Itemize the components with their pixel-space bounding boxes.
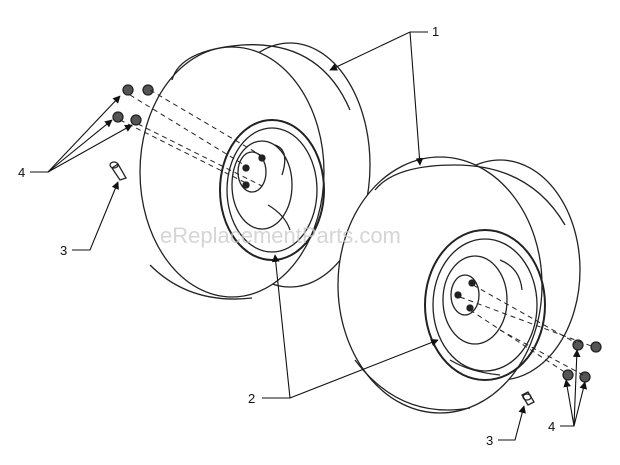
tire-right: [337, 156, 581, 414]
tire-left: [139, 42, 371, 300]
leader-3a: [72, 181, 119, 251]
leader-1: [329, 31, 428, 71]
valve-stem-right: [521, 391, 535, 406]
callout-4-left: 4: [18, 165, 25, 180]
wheel-right: [337, 156, 602, 414]
leader-4b-c: [573, 381, 588, 427]
leader-3b: [498, 405, 526, 441]
leader-2b: [289, 338, 439, 399]
leader-4b-b: [563, 379, 575, 427]
alignment-lines-left: [119, 89, 263, 187]
watermark: eReplacementParts.com: [160, 223, 401, 248]
leader-4a: [30, 95, 121, 173]
callout-3-right: 3: [486, 433, 493, 448]
callout-1: 1: [432, 24, 439, 39]
leader-1b: [409, 31, 424, 166]
alignment-lines-right: [459, 284, 595, 376]
leader-4a-b: [47, 119, 113, 173]
leader-lines: [30, 31, 588, 441]
lug-nuts-right: [562, 339, 602, 383]
leader-4b: [560, 349, 581, 427]
callout-4-right: 4: [548, 419, 555, 434]
rim-right: [424, 229, 546, 381]
callout-2: 2: [248, 391, 255, 406]
valve-stem-left: [109, 161, 127, 181]
callout-3-left: 3: [60, 243, 67, 258]
wheel-left: [109, 42, 371, 300]
lug-nuts-left: [112, 84, 154, 126]
leader-4a-c: [47, 124, 133, 173]
